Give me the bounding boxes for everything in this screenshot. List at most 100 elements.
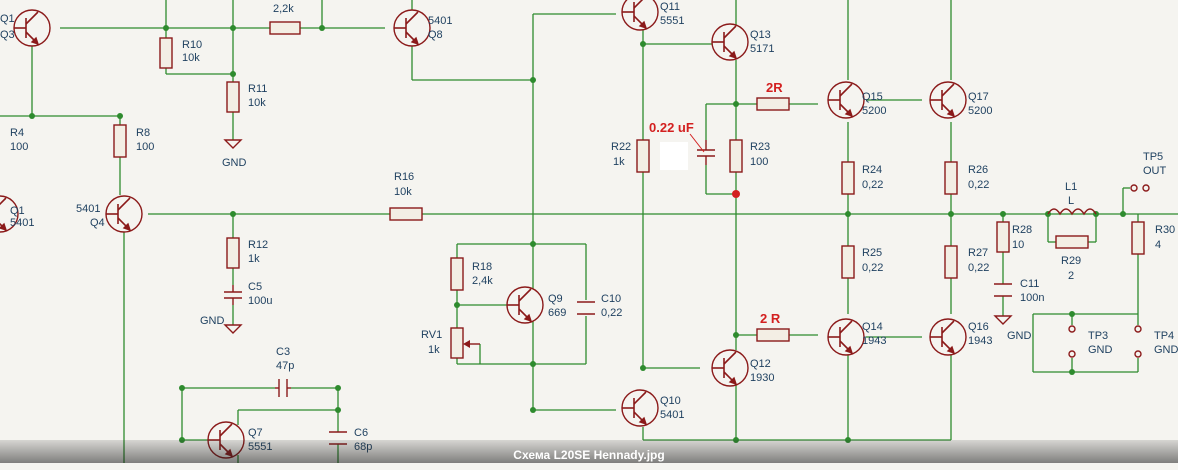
- label-Q15-val: 5200: [862, 105, 886, 117]
- junctions: [29, 25, 1126, 443]
- label-TP5-val: OUT: [1143, 165, 1167, 177]
- label-Q14-ref: Q14: [862, 321, 883, 333]
- label-R24-val: 0,22: [862, 179, 883, 191]
- label-TP4-ref: TP4: [1154, 330, 1174, 342]
- label-R4-ref: R4: [10, 127, 24, 139]
- label-R12-val: 1k: [248, 253, 260, 265]
- label-R30-ref: R30: [1155, 224, 1175, 236]
- label-Q13-ref: Q13: [750, 29, 771, 41]
- transistor-Q12: [711, 349, 749, 387]
- label-Q4-ref: Q4: [90, 217, 105, 229]
- label-R26-ref: R26: [968, 164, 988, 176]
- label-R26-val: 0,22: [968, 179, 989, 191]
- label-Q17-ref: Q17: [968, 91, 989, 103]
- label-R27-val: 0,22: [968, 262, 989, 274]
- label-R22-ref: R22: [611, 141, 631, 153]
- label-C5-val: 100u: [248, 295, 272, 307]
- label-Q11-val: 5551: [660, 15, 684, 27]
- label-gnd-2: GND: [200, 315, 225, 327]
- label-C5-ref: C5: [248, 281, 262, 293]
- transistor-Q3: [13, 9, 51, 47]
- label-TP3-ref: TP3: [1088, 330, 1108, 342]
- label-Q16-ref: Q16: [968, 321, 989, 333]
- label-Q12-val: 1930: [750, 372, 774, 384]
- label-R4-val: 100: [10, 141, 28, 153]
- label-TP3-val: GND: [1088, 344, 1113, 356]
- label-Rtop-val: 2,2k: [273, 3, 294, 15]
- labels: Q1 Q3 Q1 5401 R4 100 R8 100 R10 10k 2,2k…: [0, 1, 1178, 453]
- label-R25-val: 0,22: [862, 262, 883, 274]
- label-R22-val: 1k: [613, 156, 625, 168]
- transistor-Q8: [393, 9, 431, 47]
- label-R16-ref: R16: [394, 171, 414, 183]
- label-Q1-val: 5401: [10, 217, 34, 229]
- label-Q10-ref: Q10: [660, 395, 681, 407]
- transistor-Q16: [929, 318, 967, 356]
- label-Q8-ref: Q8: [428, 29, 443, 41]
- label-R30-val: 4: [1155, 239, 1161, 251]
- label-L1-ref: L1: [1065, 181, 1077, 193]
- transistor-Q17: [929, 81, 967, 119]
- label-gnd-1: GND: [222, 157, 247, 169]
- label-R8-val: 100: [136, 141, 154, 153]
- label-Q3-ref: Q3: [0, 29, 15, 41]
- transistor-Q10: [621, 389, 659, 427]
- test-points: [1068, 184, 1150, 358]
- label-TP4-val: GND: [1154, 344, 1178, 356]
- label-R8-ref: R8: [136, 127, 150, 139]
- label-Q9-ref: Q9: [548, 293, 563, 305]
- label-R10-val: 10k: [182, 52, 200, 64]
- label-R10-ref: R10: [182, 39, 202, 51]
- label-R12-ref: R12: [248, 239, 268, 251]
- label-Q13-val: 5171: [750, 43, 774, 55]
- label-R18-ref: R18: [472, 261, 492, 273]
- label-C6-ref: C6: [354, 427, 368, 439]
- label-R11-ref: R11: [248, 83, 267, 95]
- label-RV1-val: 1k: [428, 344, 440, 356]
- label-R28-ref: R28: [1012, 224, 1032, 236]
- annotation-2r-bottom: 2 R: [760, 311, 781, 326]
- label-R28-val: 10: [1012, 239, 1024, 251]
- label-C3-val: 47p: [276, 360, 294, 372]
- transistors: [0, 0, 967, 459]
- transistor-Q4: [105, 195, 143, 233]
- label-R11-val: 10k: [248, 97, 266, 109]
- transistor-Q14: [827, 318, 865, 356]
- label-R25-ref: R25: [862, 247, 882, 259]
- label-TP5-ref: TP5: [1143, 151, 1163, 163]
- label-Q12-ref: Q12: [750, 358, 771, 370]
- label-Q15-ref: Q15: [862, 91, 883, 103]
- label-Q7-ref: Q7: [248, 427, 263, 439]
- transistor-Q11: [621, 0, 659, 31]
- label-Q8-val: 5401: [428, 15, 452, 27]
- label-R18-val: 2,4k: [472, 275, 493, 287]
- resistors: [113, 21, 1145, 359]
- label-Q1-ref: Q1: [10, 205, 25, 217]
- label-Q4-val: 5401: [76, 203, 100, 215]
- label-L1-val: L: [1068, 195, 1074, 207]
- label-R27-ref: R27: [968, 247, 988, 259]
- transistor-Q9: [506, 286, 544, 324]
- transistor-Q15: [827, 81, 865, 119]
- label-Q16-val: 1943: [968, 335, 992, 347]
- label-R23-ref: R23: [750, 141, 770, 153]
- label-C11-ref: C11: [1020, 278, 1039, 290]
- label-C3-ref: C3: [276, 346, 290, 358]
- label-C11-val: 100n: [1020, 292, 1044, 304]
- label-RV1-ref: RV1: [421, 329, 442, 341]
- label-R24-ref: R24: [862, 164, 882, 176]
- label-Q3-top: Q1: [0, 13, 15, 25]
- label-R16-val: 10k: [394, 186, 412, 198]
- capacitors: [224, 140, 1012, 445]
- label-Q17-val: 5200: [968, 105, 992, 117]
- label-Q14-val: 1943: [862, 335, 886, 347]
- image-caption: Схема L20SE Hennady.jpg: [0, 440, 1178, 463]
- transistor-Q1: [0, 195, 19, 233]
- label-R29-val: 2: [1068, 270, 1074, 282]
- label-C10-ref: C10: [601, 293, 621, 305]
- inductor-L1: [1047, 208, 1097, 216]
- label-R29-ref: R29: [1061, 255, 1081, 267]
